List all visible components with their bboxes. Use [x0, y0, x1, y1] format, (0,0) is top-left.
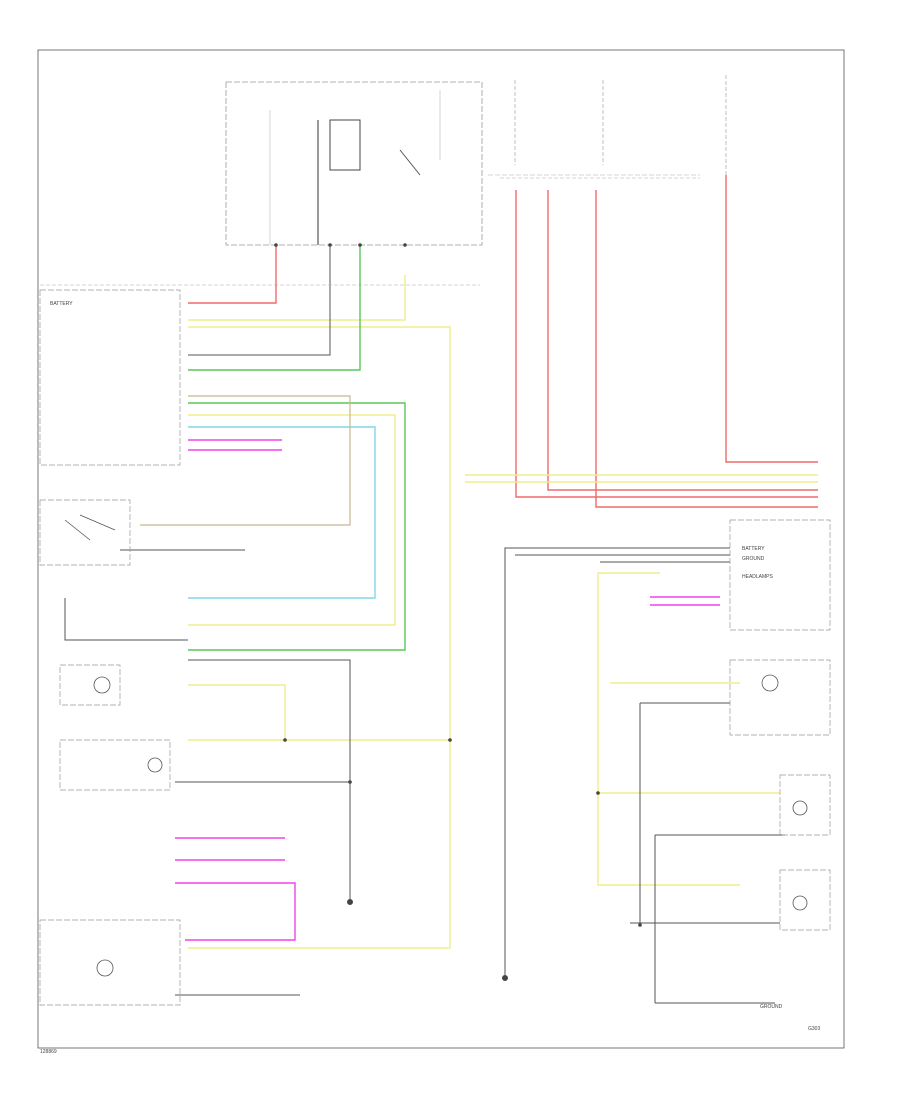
red-wire-center-2	[547, 190, 818, 491]
ground-left-label: GROUND	[760, 1004, 783, 1010]
black-wire-left-short	[64, 598, 188, 641]
red-wire-center-1	[515, 190, 818, 498]
illumination-lamp-icon	[147, 757, 163, 773]
splice-6	[283, 738, 287, 742]
right-lamp-icon	[792, 800, 808, 816]
red-wire-left-battery	[188, 245, 277, 304]
yellow-wire-bottom	[188, 740, 451, 949]
yellow-wire-right-lower	[597, 572, 740, 886]
magenta-wires	[175, 439, 720, 941]
right-sensor-box	[729, 659, 831, 736]
component-symbols	[93, 674, 808, 977]
body-control-module-box	[39, 289, 181, 466]
ambient-sensor-box	[59, 664, 121, 706]
ground-symbol-right	[502, 975, 508, 981]
right-module-box	[729, 519, 831, 631]
tan-wires	[140, 395, 351, 526]
cluster-box	[39, 919, 181, 1006]
red-wires	[188, 175, 818, 508]
splice-1	[274, 243, 278, 247]
headlamps-label: HEADLAMPS	[742, 574, 774, 580]
yellow-wires	[188, 275, 818, 949]
yellow-wire-loop	[188, 414, 396, 626]
cyan-wire	[188, 426, 376, 599]
splice-9	[448, 738, 452, 742]
relay-switch-arm	[399, 149, 421, 176]
green-wire-loop	[188, 402, 406, 651]
relay-box	[329, 119, 361, 171]
ambient-light-sensor-icon	[93, 676, 111, 694]
fuse-block-outline	[225, 81, 483, 246]
separator-lines	[40, 177, 700, 286]
cyan-wires	[188, 426, 376, 599]
black-wires	[64, 245, 785, 1004]
red-wire-right	[725, 175, 818, 463]
diagram-frame	[37, 49, 845, 1049]
switch-arm-2	[79, 514, 116, 531]
black-wire-ground-drop	[188, 659, 351, 900]
headlamp-switch-box	[39, 499, 131, 566]
yellow-wire-top	[188, 275, 406, 321]
splice-3	[358, 243, 362, 247]
illumination-lamp-box	[59, 739, 171, 791]
ground-label-bottom-right: G303	[808, 1026, 820, 1032]
modules	[39, 289, 831, 1006]
green-wire-relay	[188, 245, 361, 371]
yellow-wire-mid	[188, 684, 286, 740]
cluster-lamp-icon	[96, 959, 114, 977]
ground-symbol-left	[347, 899, 353, 905]
headlamp-switch-icon	[64, 514, 116, 541]
black-wire-right-main	[504, 547, 730, 975]
splice-2	[328, 243, 332, 247]
black-wire-relay-out	[188, 245, 331, 356]
splice-8	[638, 923, 642, 927]
battery-pin-label: BATTERY	[742, 546, 765, 552]
underhood-fuse-block	[225, 81, 483, 246]
splice-5	[348, 780, 352, 784]
red-wire-center-3	[595, 190, 818, 508]
grounds	[347, 899, 508, 981]
tan-wire	[140, 395, 351, 526]
right-sensor-icon	[761, 674, 779, 692]
right-lamp-box-2	[779, 869, 831, 931]
switch-arm-1	[64, 519, 91, 541]
right-lamp-box	[779, 774, 831, 836]
yellow-wire-headlamp	[188, 326, 451, 740]
splices	[274, 243, 642, 927]
battery-left-label: BATTERY	[50, 301, 73, 307]
fuse-box-center	[488, 80, 700, 176]
magenta-wire-5	[175, 882, 296, 941]
footer-code: 128869	[40, 1049, 57, 1055]
ground-pin-label: GROUND	[742, 556, 765, 562]
splice-4	[403, 243, 407, 247]
right-lamp-icon-2	[792, 895, 808, 911]
green-wires	[188, 245, 406, 651]
splice-7	[596, 791, 600, 795]
